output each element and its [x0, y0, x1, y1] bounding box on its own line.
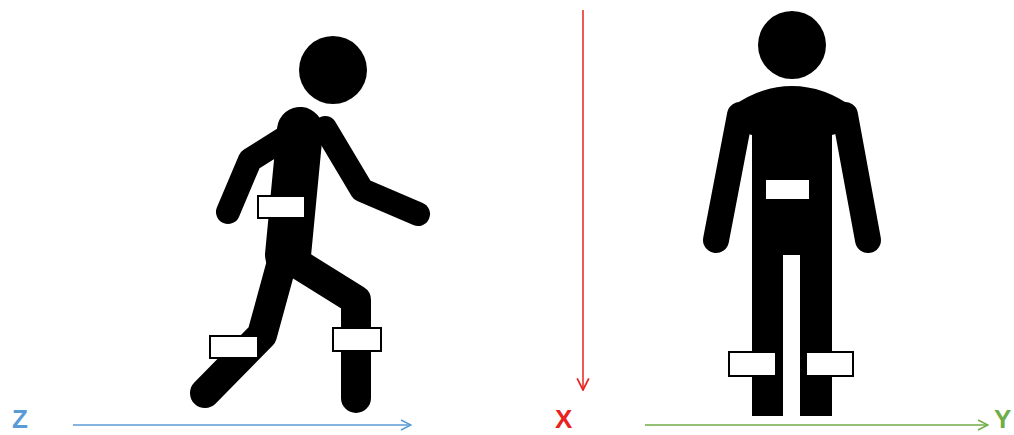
- sensor: [765, 179, 810, 200]
- front-arm: [325, 128, 418, 214]
- sensor: [729, 352, 776, 376]
- axis-label: Y: [994, 404, 1011, 434]
- back-leg: [205, 262, 282, 393]
- head: [758, 11, 826, 79]
- walking-figure: [205, 36, 418, 398]
- sensor: [258, 196, 305, 218]
- sensor: [806, 352, 853, 376]
- sensor: [333, 328, 381, 351]
- x-axis-arrow: [582, 10, 584, 390]
- axis-label: Z: [12, 404, 28, 434]
- left-arm: [716, 115, 740, 240]
- y-axis-arrow: [645, 424, 988, 426]
- standing-figure: [716, 11, 868, 416]
- sensor: [210, 336, 258, 358]
- z-axis-arrow: [73, 424, 411, 426]
- head: [299, 36, 367, 104]
- axis-label: X: [555, 404, 572, 434]
- right-arm: [845, 115, 868, 240]
